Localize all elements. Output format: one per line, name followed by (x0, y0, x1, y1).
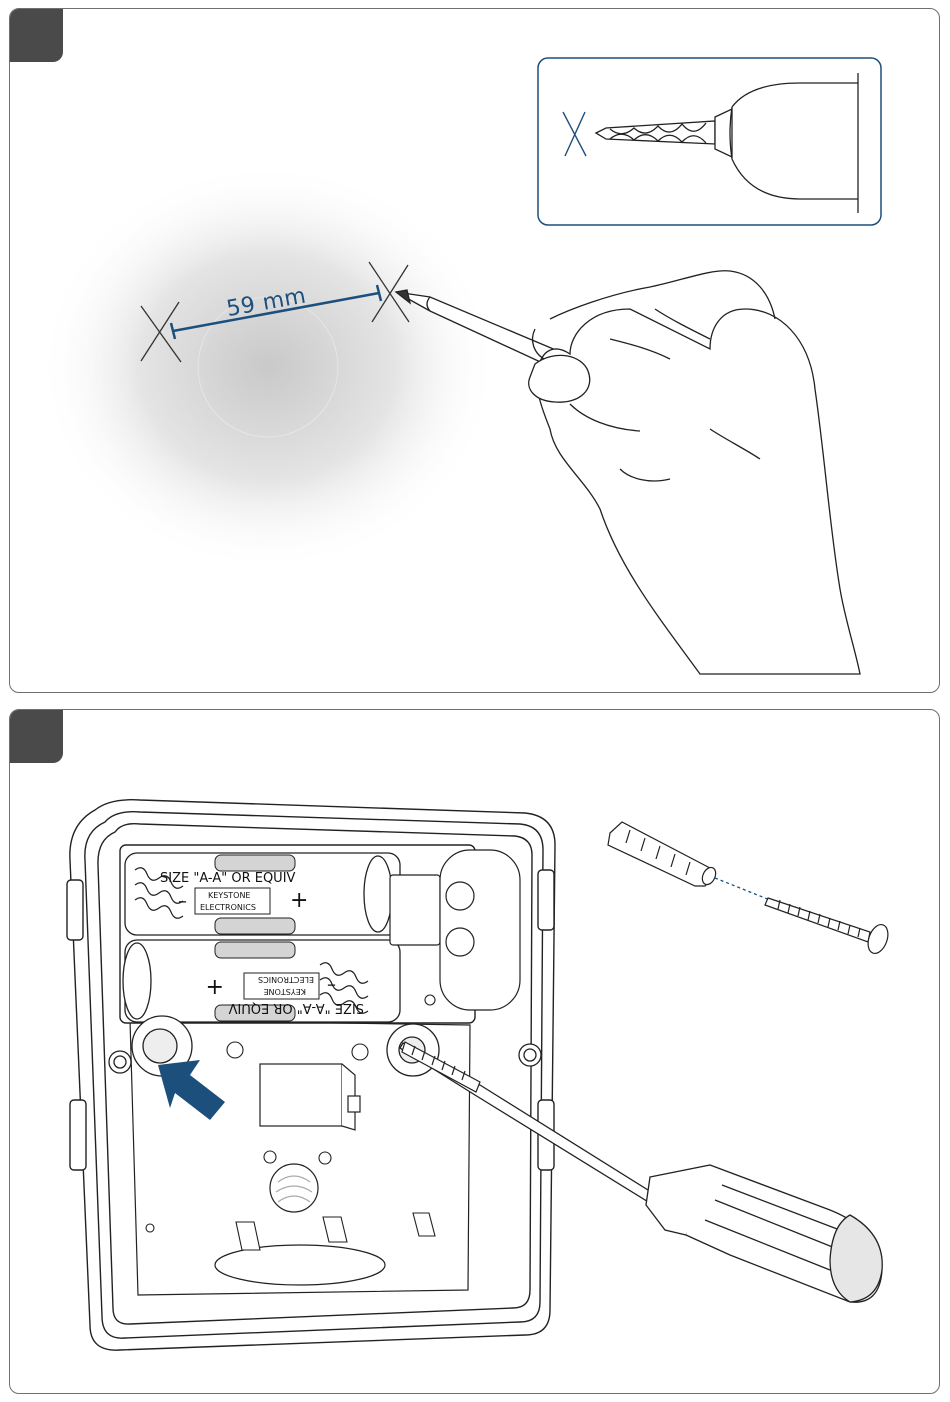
battery-top-brand-2: ELECTRONICS (200, 903, 256, 912)
wall-plug-icon (608, 822, 718, 887)
battery-bottom: SIZE "A-A" OR EQUIV KEYSTONE ELECTRONICS… (123, 940, 400, 1022)
cable-grommet (270, 1164, 318, 1212)
battery-top-minus: – (178, 891, 187, 912)
relay-component (260, 1064, 360, 1130)
battery-bottom-plus: + (206, 974, 224, 999)
screw-icon (765, 898, 892, 956)
battery-top-plus: + (290, 888, 308, 913)
battery-bottom-size-text: SIZE "A-A" OR EQUIV (228, 1000, 364, 1015)
hand-illustration (529, 271, 860, 674)
battery-top-brand-1: KEYSTONE (208, 891, 251, 900)
battery-top: SIZE "A-A" OR EQUIV KEYSTONE ELECTRONICS… (125, 853, 400, 935)
step-1-illustration: 59 mm (10, 9, 940, 693)
step-2-panel: SIZE "A-A" OR EQUIV KEYSTONE ELECTRONICS… (9, 709, 940, 1394)
battery-bottom-brand-2: ELECTRONICS (258, 975, 314, 984)
plug-screw-guide (715, 878, 770, 900)
step-1-panel: 59 mm (9, 8, 940, 693)
battery-top-size-text: SIZE "A-A" OR EQUIV (160, 871, 296, 886)
battery-bottom-minus: – (327, 975, 336, 996)
step-2-illustration: SIZE "A-A" OR EQUIV KEYSTONE ELECTRONICS… (10, 710, 940, 1394)
battery-bottom-brand-1: KEYSTONE (264, 987, 307, 996)
floor-disc (215, 1245, 385, 1285)
wall-shadow (38, 162, 498, 572)
